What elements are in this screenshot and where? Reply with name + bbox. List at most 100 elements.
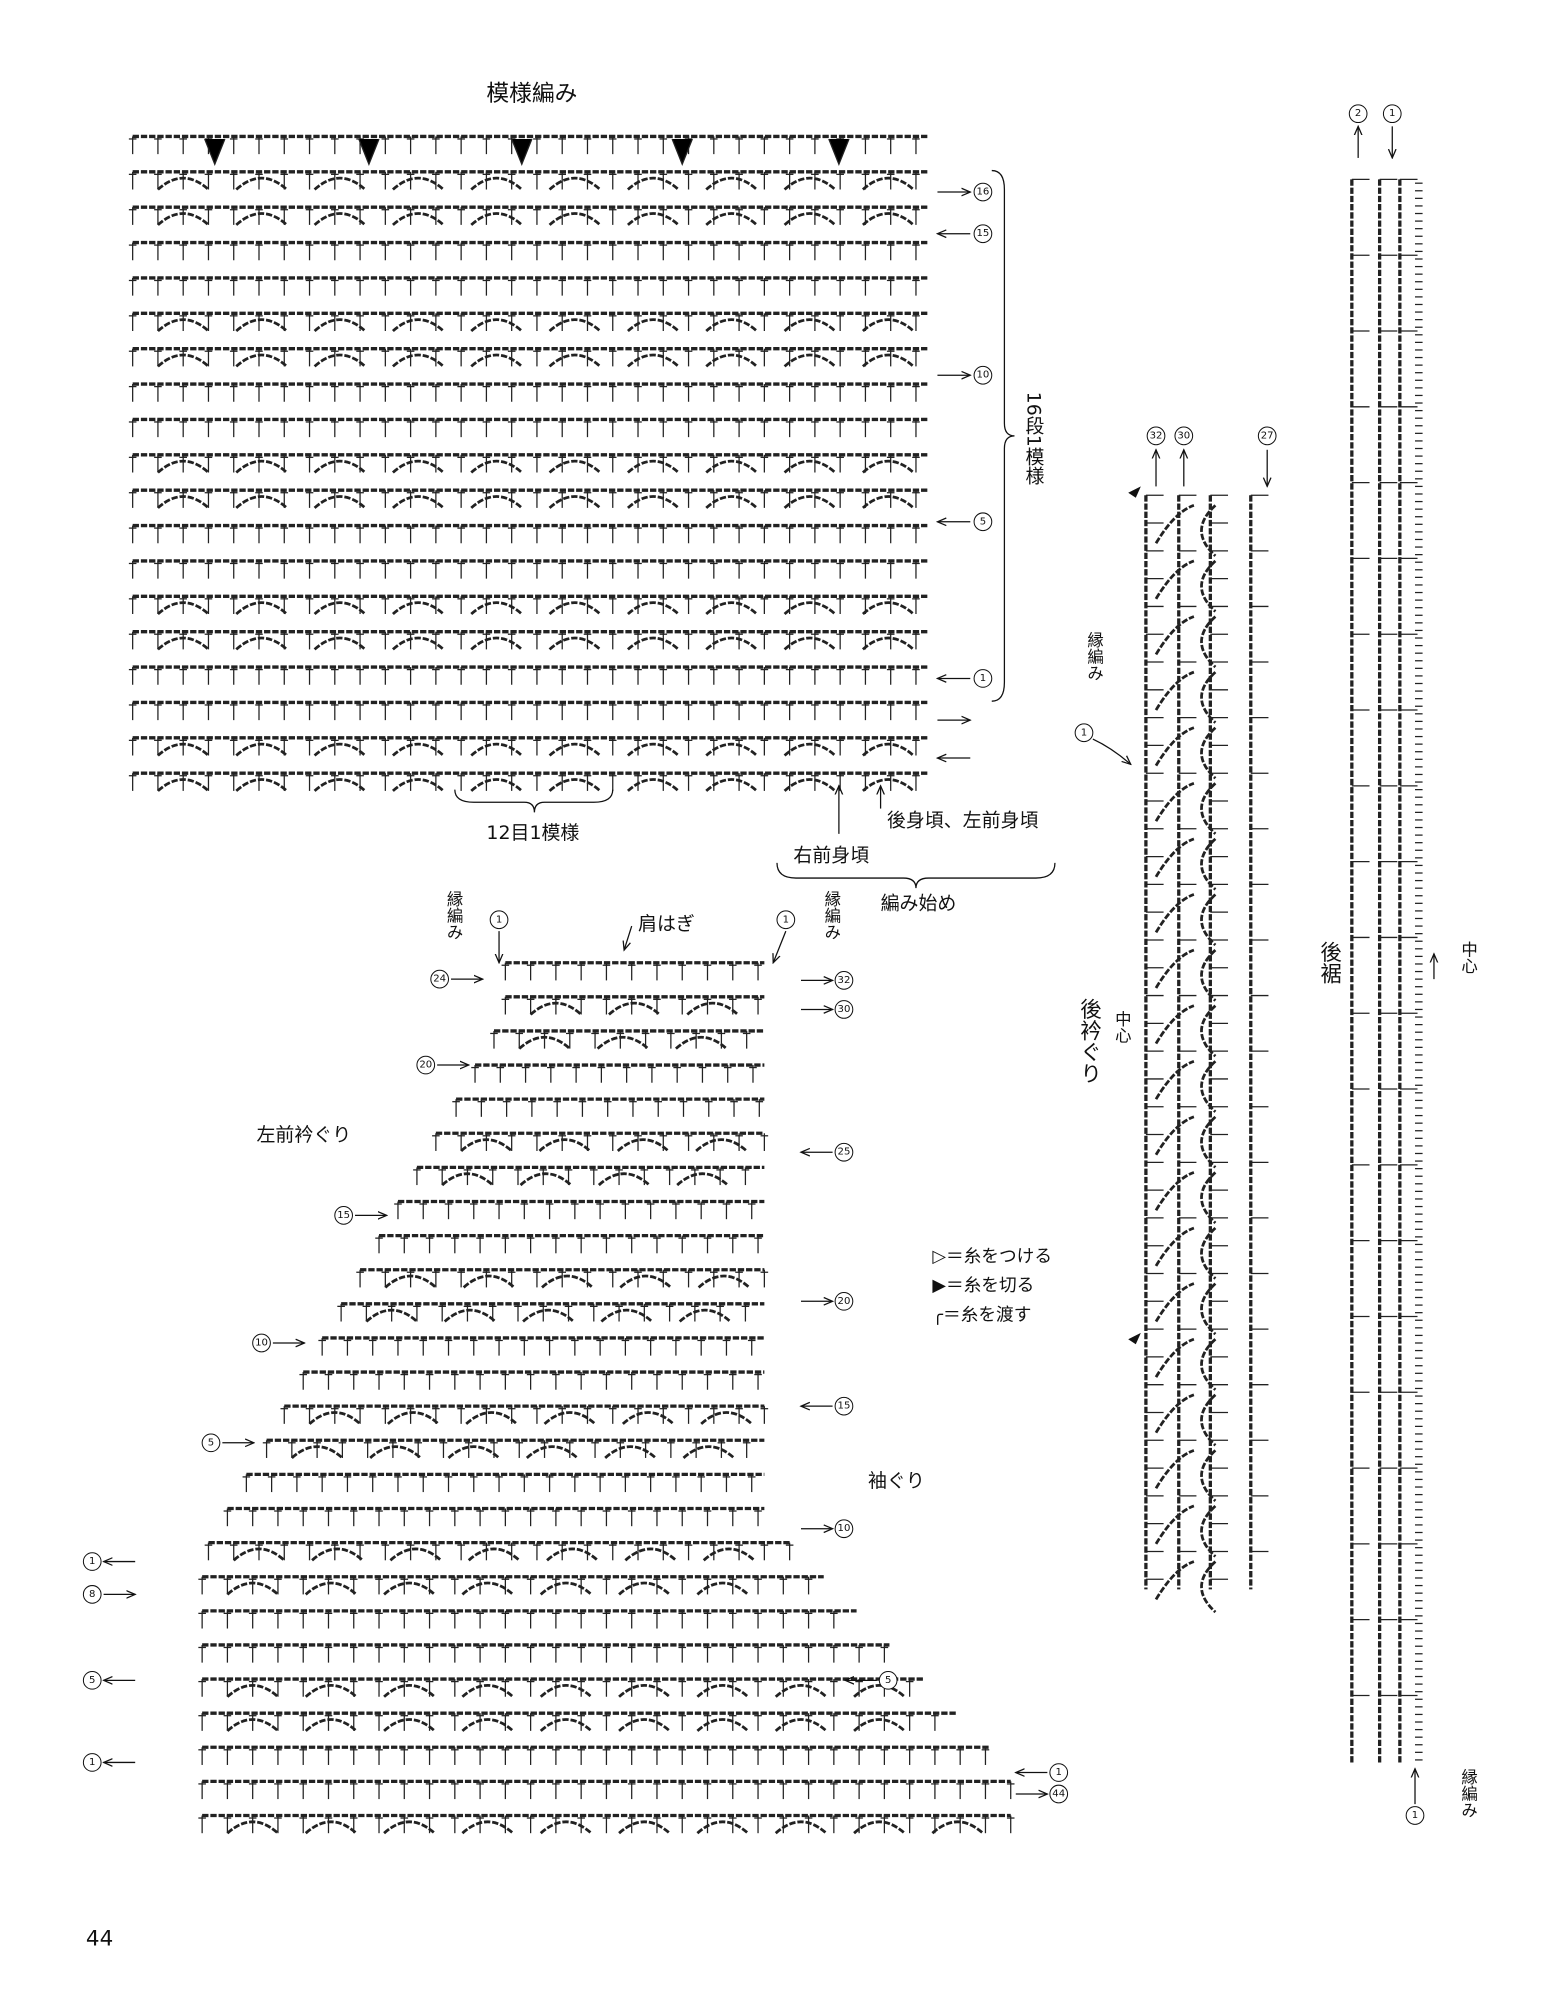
- row-marker: 32: [1150, 430, 1163, 441]
- fan-stitch: [539, 1581, 593, 1596]
- fan-stitch: [1154, 1171, 1195, 1212]
- fan-stitch: [1200, 1282, 1217, 1336]
- fan-stitch: [1200, 1338, 1217, 1391]
- fan-stitch: [696, 1581, 749, 1596]
- fan-stitch: [618, 1581, 671, 1596]
- fan-stitch: [618, 1820, 671, 1835]
- fan-stitch: [391, 212, 445, 226]
- fan-stitch: [313, 778, 367, 792]
- fan-stitch: [525, 1445, 579, 1460]
- fan-stitch: [1154, 948, 1195, 989]
- fan-stitch: [861, 318, 915, 333]
- fan-stitch: [705, 778, 758, 792]
- fan-stitch: [705, 636, 758, 651]
- fan-stitch: [156, 742, 210, 757]
- decrease-symbol: [511, 138, 533, 166]
- fan-stitch: [1154, 1059, 1195, 1100]
- row-marker: 1: [980, 673, 986, 684]
- row-marker-circle: [82, 1552, 102, 1571]
- fan-stitch: [226, 1581, 279, 1596]
- fan-stitch: [700, 1411, 753, 1425]
- decrease-symbol: [358, 138, 380, 166]
- fan-stitch: [461, 1683, 514, 1698]
- fan-stitch: [626, 778, 680, 792]
- fan-stitch: [1200, 615, 1217, 669]
- fan-stitch: [391, 353, 445, 368]
- fan-stitch: [304, 1683, 358, 1698]
- fan-stitch: [705, 459, 758, 474]
- fan-stitch: [861, 176, 915, 191]
- fan-stitch: [235, 176, 288, 191]
- row-marker-circle: [334, 1206, 353, 1225]
- back-hem-label: 後裾: [1317, 941, 1342, 984]
- row-marker: 32: [838, 975, 851, 986]
- row-marker: 20: [838, 1296, 851, 1307]
- fan-stitch: [1154, 1282, 1195, 1323]
- fan-stitch: [783, 459, 837, 474]
- fan-stitch: [304, 1718, 358, 1732]
- fan-stitch: [783, 353, 837, 368]
- row-marker-circle: [834, 971, 854, 990]
- row-marker-circle: [201, 1433, 221, 1453]
- row-marker: 44: [1052, 1789, 1065, 1800]
- fan-stitch: [1200, 726, 1217, 780]
- fan-stitch: [626, 318, 680, 333]
- fan-stitch: [783, 212, 837, 226]
- fan-stitch: [861, 212, 915, 226]
- legend-cut: ▶＝糸を切る: [932, 1275, 1034, 1296]
- fan-stitch: [156, 459, 210, 474]
- pattern-row-markers: 16 15 10 5 1: [937, 182, 993, 758]
- fan-stitch: [1200, 1171, 1217, 1224]
- fan-stitch: [461, 1820, 514, 1835]
- row-marker-circle: [834, 1396, 854, 1416]
- fan-stitch: [518, 1035, 571, 1050]
- fan-stitch: [604, 1445, 657, 1460]
- edging-marker: 1: [1081, 727, 1087, 738]
- fan-stitch: [705, 742, 758, 757]
- fan-stitch: [1200, 1449, 1217, 1502]
- row-marker-circle: [1049, 1763, 1069, 1782]
- fan-stitch: [705, 353, 758, 368]
- fan-stitch: [861, 353, 915, 368]
- fan-stitch: [383, 1581, 436, 1596]
- fan-stitch: [626, 742, 680, 757]
- row-marker: 2: [1355, 108, 1361, 119]
- back-hem-center-label: 中心: [1459, 941, 1478, 974]
- row-marker: 10: [255, 1337, 268, 1348]
- fan-stitch: [774, 1718, 828, 1732]
- fan-stitch: [1154, 504, 1195, 544]
- decrease-symbol: [828, 138, 850, 166]
- fan-stitch: [465, 1411, 518, 1425]
- fan-stitch: [546, 1547, 599, 1562]
- fan-stitch: [522, 1308, 575, 1323]
- fan-stitch: [619, 1274, 672, 1289]
- repeat-rows-label: 16段1模様: [1022, 392, 1044, 485]
- fan-stitch: [383, 1683, 436, 1698]
- fan-stitch: [156, 353, 210, 368]
- row-marker: 16: [976, 187, 989, 198]
- row-marker: 20: [419, 1060, 432, 1071]
- fan-stitch: [674, 1035, 728, 1050]
- fan-stitch: [391, 636, 445, 651]
- fan-stitch: [470, 495, 523, 509]
- fan-stitch: [461, 1718, 514, 1732]
- fan-stitch: [861, 742, 915, 757]
- fan-stitch: [548, 601, 602, 616]
- fan-stitch: [156, 318, 210, 333]
- fan-stitch: [1154, 1004, 1195, 1045]
- fan-stitch: [232, 1547, 286, 1562]
- fan-stitch: [156, 176, 210, 191]
- fan-stitch: [1200, 504, 1217, 557]
- fan-stitch: [548, 742, 602, 757]
- fan-stitch: [447, 1445, 500, 1460]
- stitch-repeat-brace: [454, 789, 614, 813]
- fan-stitch: [441, 1172, 494, 1187]
- back-neck-edging-label: 縁編み: [1085, 632, 1104, 681]
- fan-stitch: [304, 1581, 358, 1596]
- fan-stitch: [391, 601, 445, 616]
- fan-stitch: [548, 318, 602, 333]
- row-marker: 5: [89, 1675, 95, 1686]
- fan-stitch: [621, 1411, 675, 1425]
